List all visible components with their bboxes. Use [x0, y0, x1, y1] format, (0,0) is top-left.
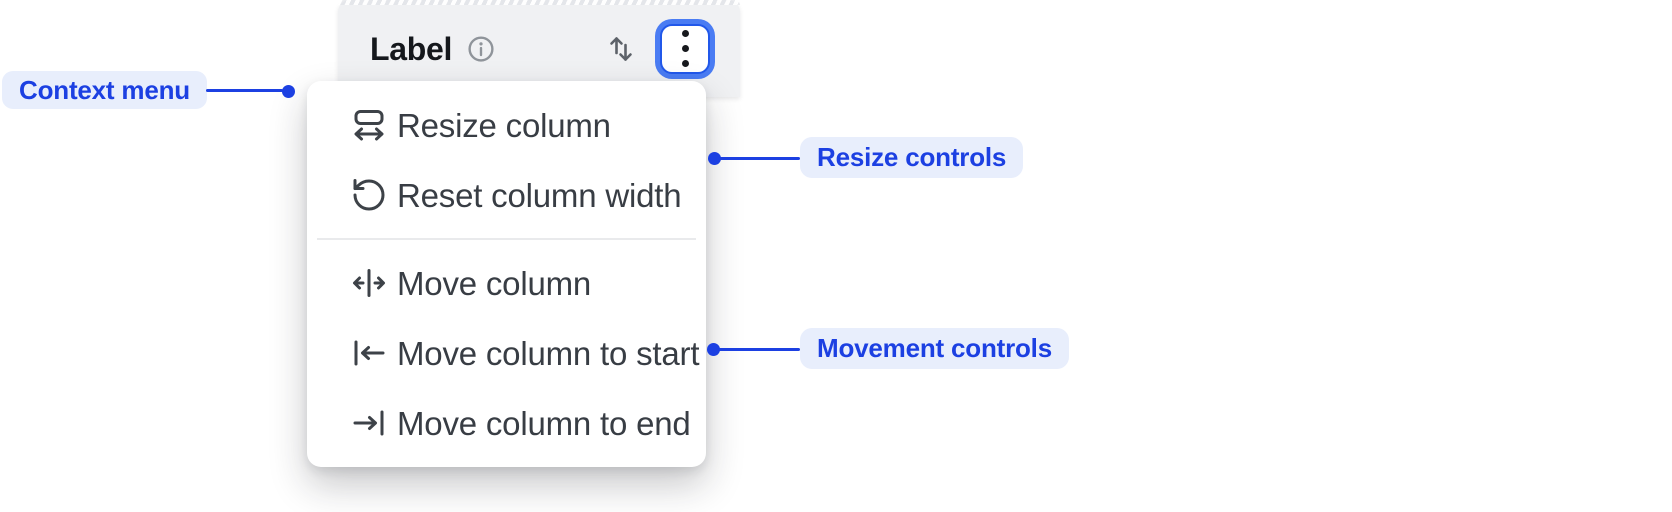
- move-column-icon: [349, 263, 389, 303]
- menu-item-resize-column[interactable]: Resize column: [307, 90, 706, 160]
- annotation-connector-dot: [282, 84, 295, 98]
- kebab-icon: [681, 30, 689, 37]
- column-header: Label: [338, 0, 740, 97]
- menu-item-move-column[interactable]: Move column: [307, 248, 706, 318]
- info-icon[interactable]: [466, 34, 496, 64]
- annotation-connector-line: [719, 156, 800, 160]
- annotation-label: Resize controls: [817, 142, 1007, 172]
- annotation-resize-controls: Resize controls: [800, 137, 1024, 178]
- annotation-movement-controls: Movement controls: [800, 328, 1069, 369]
- menu-item-move-column-to-end[interactable]: Move column to end: [307, 388, 706, 458]
- reset-column-width-icon: [349, 175, 389, 215]
- menu-item-label: Reset column width: [397, 176, 682, 214]
- annotation-connector-line: [206, 89, 283, 92]
- annotation-label: Context menu: [19, 74, 190, 105]
- resize-column-icon: [349, 105, 389, 145]
- menu-item-reset-column-width[interactable]: Reset column width: [307, 160, 706, 230]
- annotation-context-menu: Context menu: [2, 71, 207, 109]
- annotation-connector-line: [718, 347, 800, 351]
- column-header-label: Label: [370, 30, 453, 67]
- menu-item-label: Move column to end: [397, 404, 691, 442]
- annotation-connector-dot: [707, 151, 721, 165]
- move-column-to-end-icon: [349, 403, 389, 443]
- move-column-to-start-icon: [349, 333, 389, 373]
- cropped-edge-hatch: [338, 0, 740, 5]
- menu-item-label: Move column: [397, 264, 592, 302]
- menu-item-label: Resize column: [397, 106, 611, 144]
- menu-item-label: Move column to start: [397, 334, 700, 372]
- menu-item-move-column-to-start[interactable]: Move column to start: [307, 318, 706, 388]
- menu-divider: [317, 238, 696, 240]
- annotation-label: Movement controls: [817, 333, 1052, 363]
- annotation-connector-dot: [706, 342, 720, 356]
- column-context-menu: Resize column Reset column width: [307, 81, 706, 467]
- more-options-button[interactable]: [660, 23, 710, 74]
- sort-icon[interactable]: [606, 34, 636, 64]
